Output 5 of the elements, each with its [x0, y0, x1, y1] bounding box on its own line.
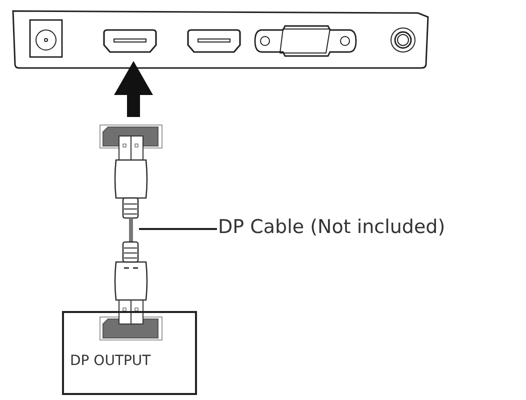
cable-label: DP Cable (Not included) [218, 216, 446, 238]
port-label: DP OUTPUT [70, 353, 151, 369]
leader-line [139, 228, 217, 230]
source-device-box [62, 311, 197, 395]
dp-cable [122, 197, 139, 263]
